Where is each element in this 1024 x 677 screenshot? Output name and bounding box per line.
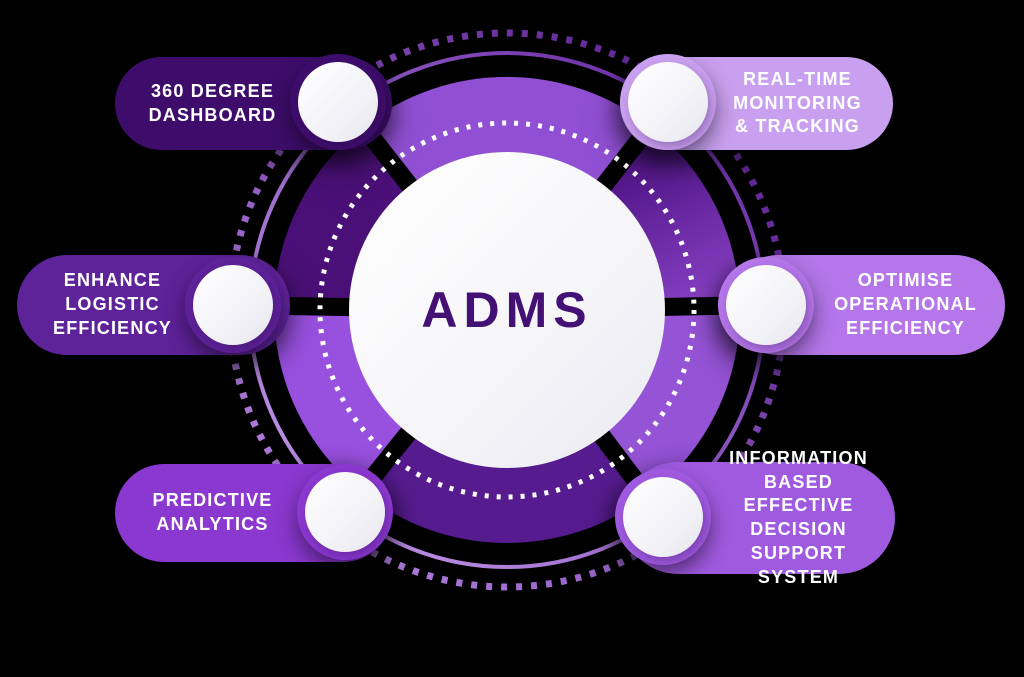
node-pill-information-based-decision-support: INFORMATION BASED EFFECTIVE DECISION SUP… <box>615 448 895 587</box>
node-circle-predictive-analytics <box>297 464 393 560</box>
node-pill-enhance-logistic-efficiency: ENHANCE LOGISTIC EFFICIENCY <box>17 255 290 355</box>
node-circle-inner <box>726 265 806 345</box>
node-circle-inner <box>623 477 703 557</box>
node-label-predictive-analytics: PREDICTIVE ANALYTICS <box>152 490 273 534</box>
node-label-information-based-decision-support: INFORMATION BASED EFFECTIVE DECISION SUP… <box>729 447 868 587</box>
node-label-360-degree-dashboard: 360 DEGREE DASHBOARD <box>148 80 277 125</box>
node-circle-360-degree-dashboard <box>290 54 386 150</box>
node-circle-optimise-operational-efficiency <box>718 257 814 353</box>
node-label-optimise-operational-efficiency: OPTIMISE OPERATIONAL EFFICIENCY <box>834 270 977 338</box>
center-title: ADMS <box>421 282 593 338</box>
node-pill-360-degree-dashboard: 360 DEGREE DASHBOARD <box>115 54 392 150</box>
center-circle <box>349 152 665 468</box>
node-pill-predictive-analytics: PREDICTIVE ANALYTICS <box>115 464 393 562</box>
node-pill-optimise-operational-efficiency: OPTIMISE OPERATIONAL EFFICIENCY <box>718 255 1005 355</box>
node-circle-real-time-monitoring-tracking <box>620 54 716 150</box>
node-circle-information-based-decision-support <box>615 469 711 565</box>
inner-dotted-ring <box>317 120 697 500</box>
node-circle-enhance-logistic-efficiency <box>185 257 281 353</box>
node-circle-inner <box>298 62 378 142</box>
node-circle-inner <box>193 265 273 345</box>
node-circle-inner <box>305 472 385 552</box>
node-pill-real-time-monitoring-tracking: REAL-TIME MONITORING & TRACKING <box>620 54 893 150</box>
node-label-real-time-monitoring-tracking: REAL-TIME MONITORING & TRACKING <box>733 68 862 137</box>
node-circle-inner <box>628 62 708 142</box>
node-label-enhance-logistic-efficiency: ENHANCE LOGISTIC EFFICIENCY <box>52 270 172 338</box>
